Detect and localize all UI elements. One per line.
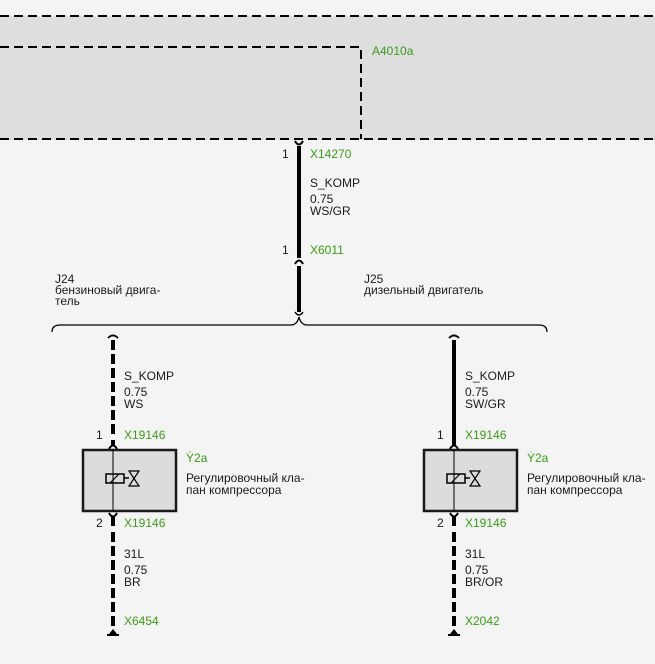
module-fill — [0, 16, 655, 140]
connector-id[interactable]: X6011 — [310, 243, 344, 257]
component-name: Регулировочный кла- — [527, 471, 646, 485]
component-name: пан компрессора — [186, 483, 282, 497]
component-y2a[interactable] — [81, 448, 178, 513]
component-box — [422, 448, 519, 513]
component-name: Регулировочный кла- — [186, 471, 305, 485]
pin-number: 1 — [437, 428, 444, 442]
connector-socket-icon — [449, 512, 459, 518]
connector-id[interactable]: X19146 — [124, 428, 166, 442]
connector-id[interactable]: X19146 — [465, 516, 507, 530]
variant-j24-circuit[interactable]: S_KOMP 0.75 WS 1 X19146 Ẏ2a Регулировочн… — [81, 334, 305, 636]
wire-cross-section: 0.75 — [465, 563, 489, 577]
component-id[interactable]: Ẏ2a — [527, 451, 549, 465]
wire-color: WS — [124, 397, 143, 411]
wire-cross-section: 0.75 — [310, 192, 334, 206]
wire-split-end-icon — [107, 334, 119, 339]
connector-pin-icon — [294, 259, 304, 265]
brace-line — [51, 316, 548, 333]
wire-cross-section: 0.75 — [465, 385, 489, 399]
wire-split-end-icon — [448, 334, 460, 339]
ground-id[interactable]: X2042 — [465, 614, 500, 628]
wire-signal: S_KOMP — [310, 176, 360, 190]
wire-cross-section: 0.75 — [124, 385, 148, 399]
ground-id[interactable]: X6454 — [124, 614, 159, 628]
variant-description: дизельный двигатель — [364, 283, 483, 297]
ground-terminal-icon — [109, 629, 117, 634]
wire-signal: 31L — [124, 547, 144, 561]
variant-code: J25 — [364, 272, 384, 286]
solenoid-valve-icon — [446, 470, 482, 487]
component-name: пан компрессора — [527, 483, 623, 497]
solenoid-valve-icon — [105, 470, 141, 487]
wire-signal: S_KOMP — [465, 369, 515, 383]
component-y2a[interactable] — [422, 448, 519, 513]
variant-code: J24 — [55, 272, 75, 286]
module-inner-border — [0, 46, 362, 139]
wire-color: WS/GR — [310, 204, 351, 218]
wire-color: BR/OR — [465, 575, 503, 589]
pin-number: 1 — [96, 428, 103, 442]
wire-cross-section: 0.75 — [124, 563, 148, 577]
variant-j25-circuit[interactable]: S_KOMP 0.75 SW/GR 1 X19146 Ẏ2a Регулиров… — [422, 334, 646, 636]
wire-signal: 31L — [465, 547, 485, 561]
main-wire[interactable]: 1 X14270 S_KOMP 0.75 WS/GR 1 X6011 — [282, 140, 360, 312]
connector-pin-icon — [108, 444, 118, 450]
connector-id[interactable]: X19146 — [465, 428, 507, 442]
connector-socket-icon — [108, 512, 118, 518]
module-a4010a[interactable]: A4010a — [0, 15, 655, 140]
wire-split-icon — [294, 311, 304, 316]
wire-color: SW/GR — [465, 397, 506, 411]
ground-terminal-icon — [450, 629, 458, 634]
variant-branch-brace — [51, 311, 548, 333]
connector-socket-icon — [294, 140, 304, 146]
variant-description: тель — [55, 294, 80, 308]
module-id[interactable]: A4010a — [372, 44, 414, 58]
connector-id[interactable]: X19146 — [124, 516, 166, 530]
pin-number: 2 — [96, 516, 103, 530]
connector-id[interactable]: X14270 — [310, 147, 352, 161]
wire-signal: S_KOMP — [124, 369, 174, 383]
wire-color: BR — [124, 575, 141, 589]
component-id[interactable]: Ẏ2a — [186, 451, 208, 465]
variant-description: бензиновый двига- — [55, 283, 160, 297]
pin-number: 1 — [282, 147, 289, 161]
connector-pin-icon — [449, 444, 459, 450]
pin-number: 2 — [437, 516, 444, 530]
component-box — [81, 448, 178, 513]
pin-number: 1 — [282, 243, 289, 257]
